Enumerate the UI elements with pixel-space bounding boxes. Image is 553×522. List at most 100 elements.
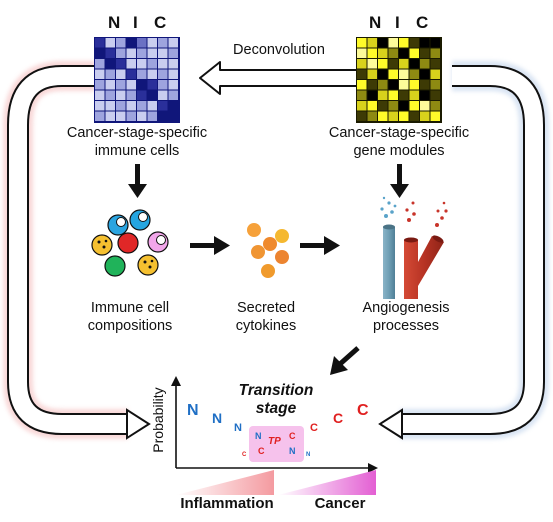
- down-arrow-gene: [390, 164, 409, 198]
- heatmap-cell: [388, 80, 398, 90]
- heatmap-cell: [367, 69, 377, 79]
- heatmap-cell: [378, 38, 388, 48]
- heatmap-cell: [367, 48, 377, 58]
- heatmap-cell: [430, 90, 440, 100]
- heatmap-cell: [409, 80, 419, 90]
- heatmap-cell: [409, 59, 419, 69]
- heatmap-cell: [158, 111, 168, 121]
- cancer-label: Cancer: [314, 495, 366, 512]
- heatmap-cell: [126, 48, 136, 58]
- plot-n-letter: N: [255, 431, 262, 441]
- heatmap-cell: [388, 59, 398, 69]
- heatmap-cell: [409, 38, 419, 48]
- transition-stage-line2: stage: [255, 400, 297, 417]
- heatmap-cell: [137, 80, 147, 90]
- heatmap-cell: [116, 69, 126, 79]
- plot-c-letter: C: [333, 410, 344, 426]
- heatmap-cell: [168, 111, 178, 121]
- plot-c-letter: C: [242, 452, 247, 458]
- heatmap-cell: [420, 59, 430, 69]
- heatmap-cell: [420, 38, 430, 48]
- heatmap-cell: [168, 69, 178, 79]
- heatmap-cell: [137, 59, 147, 69]
- heatmap-cell: [357, 90, 367, 100]
- heatmap-cell: [420, 101, 430, 111]
- heatmap-cell: [378, 90, 388, 100]
- heatmap-cell: [388, 101, 398, 111]
- immune-col-header-2: I: [133, 13, 138, 32]
- heatmap-cell: [378, 48, 388, 58]
- heatmap-cell: [116, 111, 126, 121]
- heatmap-cell: [116, 80, 126, 90]
- heatmap-cell: [105, 38, 115, 48]
- heatmap-cell: [147, 38, 157, 48]
- heatmap-cell: [126, 80, 136, 90]
- heatmap-cell: [168, 59, 178, 69]
- heatmap-cell: [95, 90, 105, 100]
- heatmap-cell: [158, 101, 168, 111]
- heatmap-cell: [399, 90, 409, 100]
- heatmap-cell: [420, 80, 430, 90]
- immune-heatmap-label-line1: Cancer-stage-specific: [66, 125, 208, 141]
- transition-point-label: TP: [268, 436, 281, 447]
- angiogenesis-label-line1: Angiogenesis: [362, 300, 450, 316]
- heatmap-cell: [420, 69, 430, 79]
- gene-heatmap-label-line2: gene modules: [353, 143, 445, 159]
- heatmap-cell: [95, 48, 105, 58]
- blood-vessel-icon: [380, 196, 448, 299]
- heatmap-cell: [388, 111, 398, 121]
- immune-col-header-1: N: [108, 13, 121, 32]
- heatmap-cell: [399, 101, 409, 111]
- heatmap-cell: [367, 38, 377, 48]
- cytokines-label-line2: cytokines: [235, 318, 297, 334]
- heatmap-cell: [430, 48, 440, 58]
- heatmap-cell: [147, 111, 157, 121]
- heatmap-cell: [420, 48, 430, 58]
- heatmap-cell: [126, 111, 136, 121]
- plot-c-letter: C: [289, 431, 296, 441]
- arrow-angiogenesis-to-plot: [330, 346, 360, 375]
- heatmap-cell: [388, 48, 398, 58]
- inflammation-gradient-bar: [176, 470, 274, 495]
- heatmap-cell: [367, 59, 377, 69]
- heatmap-cell: [147, 48, 157, 58]
- heatmap-cell: [95, 80, 105, 90]
- left-loop-arrow-fill: [9, 67, 128, 433]
- heatmap-cell: [388, 38, 398, 48]
- heatmap-cell: [116, 48, 126, 58]
- heatmap-cell: [126, 59, 136, 69]
- heatmap-cell: [409, 101, 419, 111]
- heatmap-cell: [168, 38, 178, 48]
- heatmap-cell: [399, 80, 409, 90]
- heatmap-cell: [105, 59, 115, 69]
- heatmap-cell: [95, 101, 105, 111]
- heatmap-cell: [409, 69, 419, 79]
- heatmap-cell: [126, 38, 136, 48]
- heatmap-cell: [105, 48, 115, 58]
- gene-col-header-3: C: [416, 13, 429, 32]
- heatmap-cell: [378, 101, 388, 111]
- heatmap-cell: [137, 101, 147, 111]
- immune-cell-cluster-icon: [91, 209, 169, 277]
- plot-n-letter: N: [187, 402, 199, 419]
- heatmap-cell: [399, 38, 409, 48]
- heatmap-cell: [399, 111, 409, 121]
- heatmap-cell: [420, 111, 430, 121]
- cancer-gradient-bar: [278, 470, 376, 495]
- heatmap-cell: [357, 111, 367, 121]
- cytokines-label-line1: Secreted: [236, 300, 296, 316]
- heatmap-cell: [95, 69, 105, 79]
- heatmap-cell: [378, 80, 388, 90]
- heatmap-cell: [430, 69, 440, 79]
- heatmap-cell: [168, 48, 178, 58]
- heatmap-cell: [168, 90, 178, 100]
- heatmap-cell: [430, 111, 440, 121]
- transition-stage-line1: Transition: [238, 382, 314, 399]
- heatmap-cell: [137, 90, 147, 100]
- immune-cells-label-line1: Immune cell: [90, 300, 170, 316]
- heatmap-cell: [420, 90, 430, 100]
- heatmap-cell: [378, 111, 388, 121]
- heatmap-cell: [116, 38, 126, 48]
- angiogenesis-label-line2: processes: [372, 318, 440, 334]
